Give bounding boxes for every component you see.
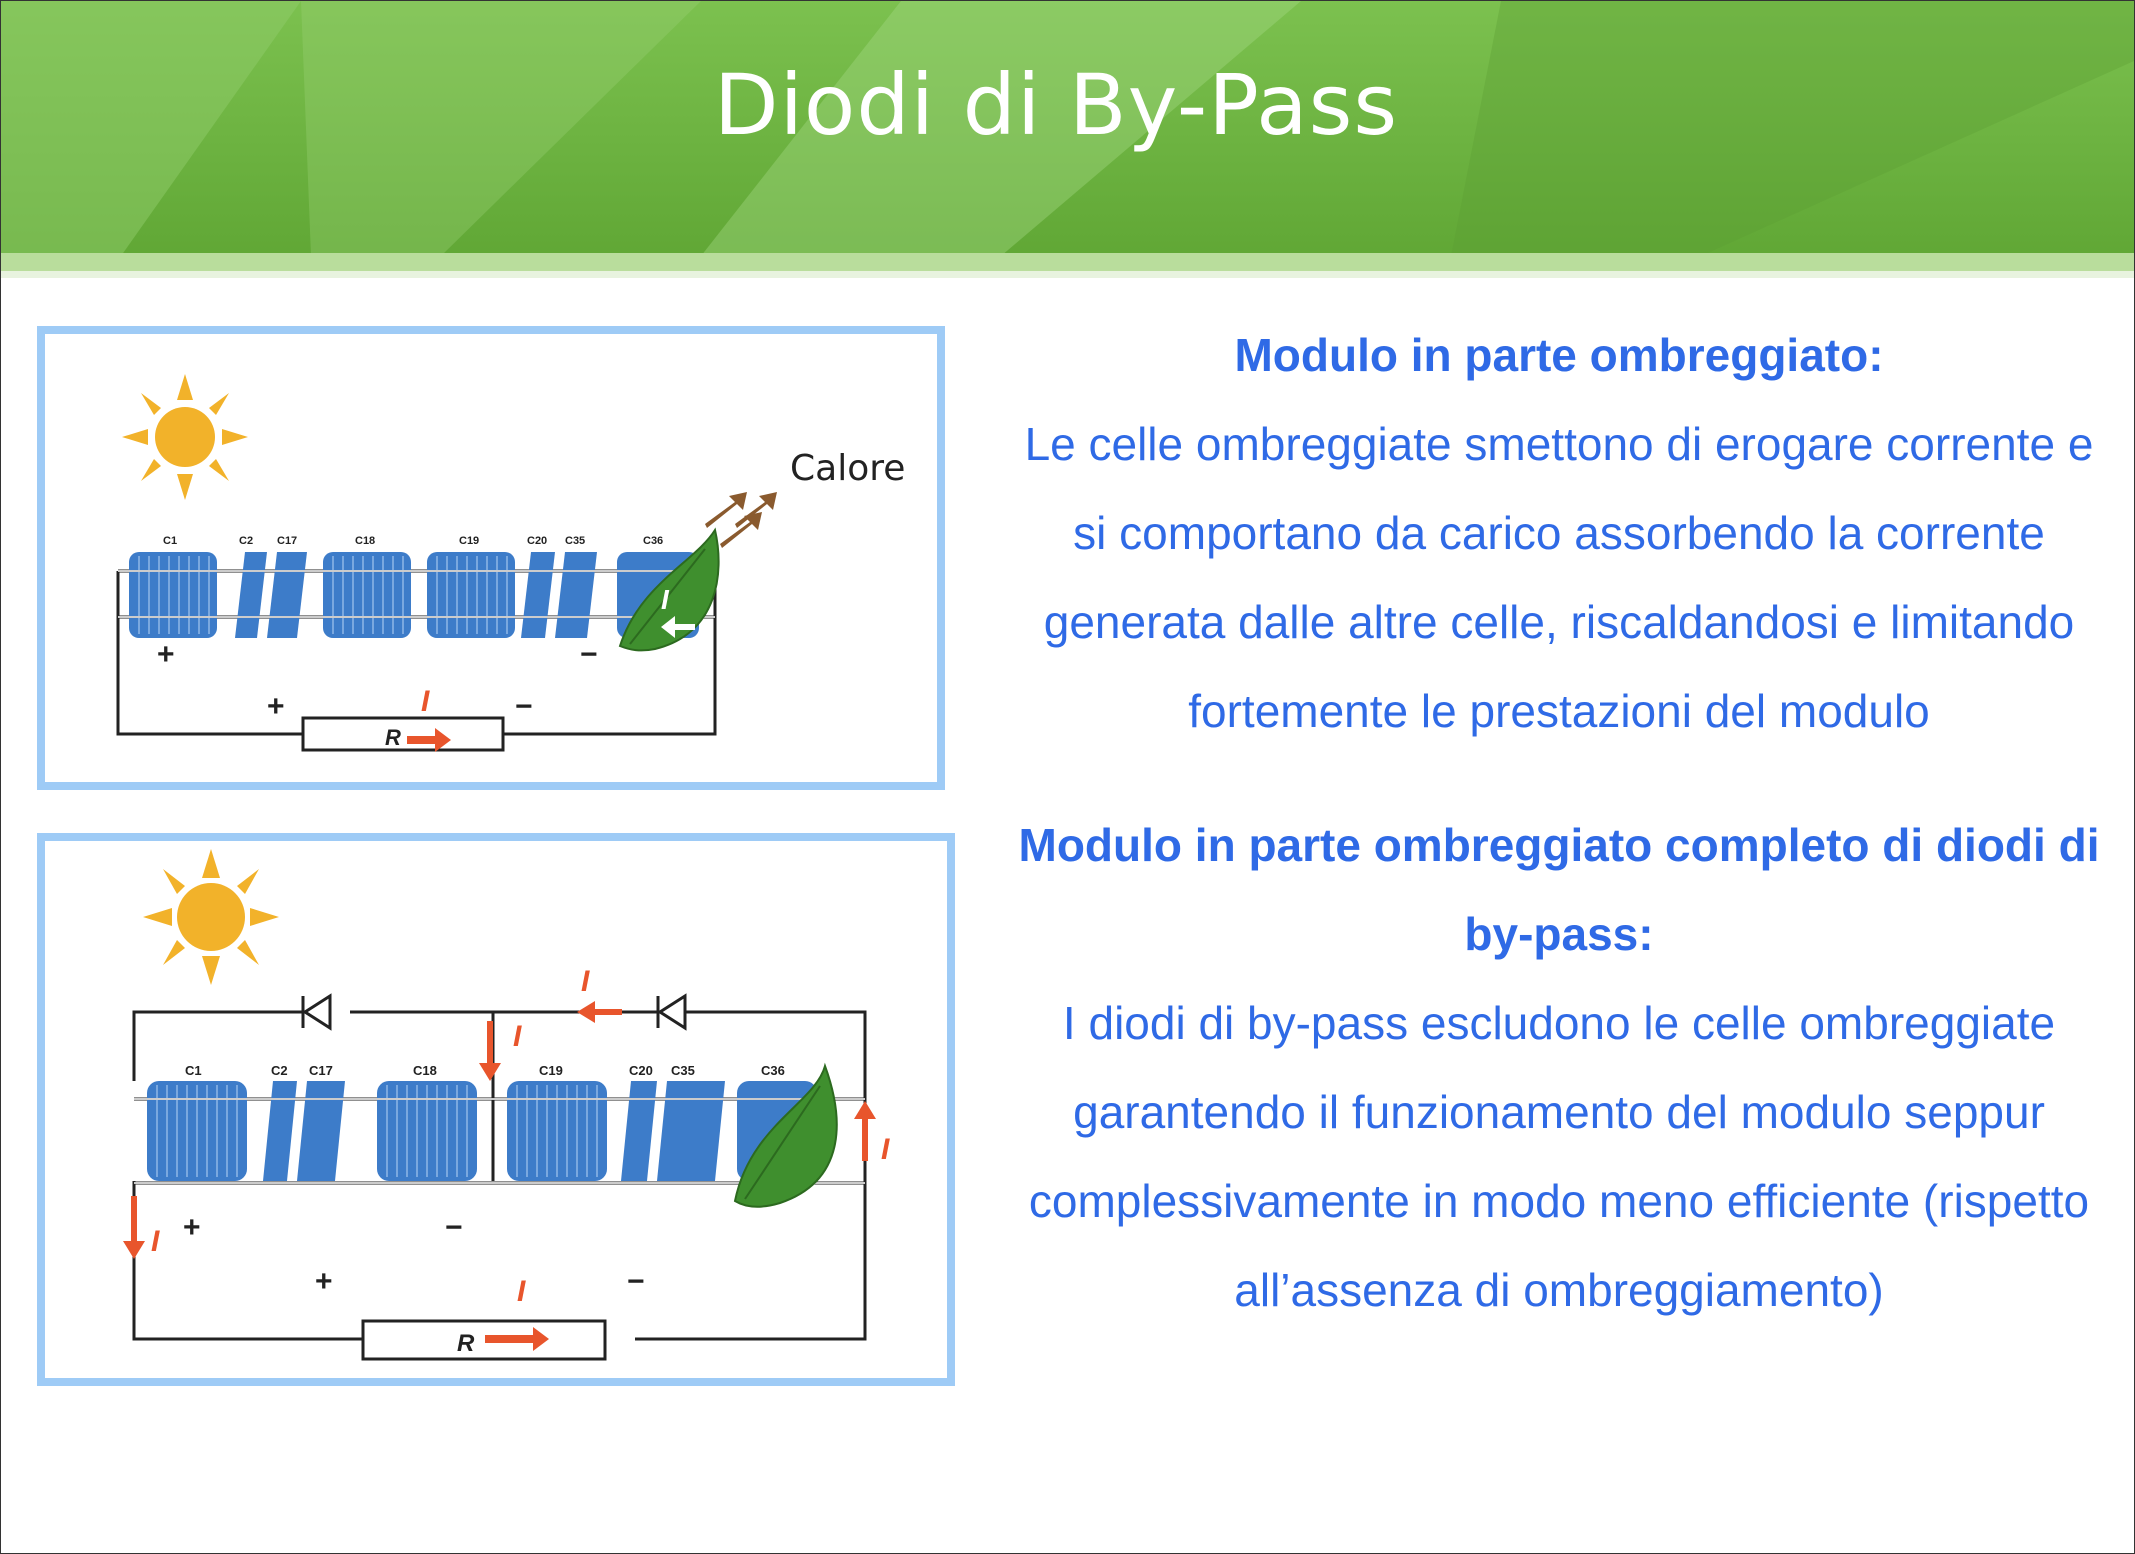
reverse-current-arrow-icon — [661, 616, 695, 638]
cell-label: C18 — [355, 535, 375, 547]
cell-label: C36 — [761, 1063, 785, 1078]
module-plus-label: + — [157, 638, 175, 671]
leaf-icon — [618, 527, 720, 652]
current-label: I — [517, 1275, 526, 1308]
heading-shaded: Modulo in parte ombreggiato: — [1234, 329, 1884, 381]
resistor — [301, 716, 505, 752]
title-banner: Diodi di By-Pass — [1, 1, 2134, 278]
current-arrow-icon — [485, 1327, 549, 1351]
cell-label: C19 — [459, 535, 479, 547]
resistor — [361, 1319, 607, 1361]
cell-label: C17 — [309, 1063, 333, 1078]
current-label: I — [151, 1225, 160, 1258]
bypass-diode-icon — [301, 993, 332, 1031]
solar-cells — [134, 1081, 865, 1184]
cell-label: C35 — [671, 1063, 695, 1078]
current-arrow-icon — [407, 728, 451, 752]
resistor-label: R — [457, 1330, 475, 1357]
cell-label: C19 — [539, 1063, 563, 1078]
bypass-diode-icon — [656, 993, 687, 1031]
cell-label: C20 — [527, 535, 547, 547]
shaded-module-diagram: Calore R I — [37, 326, 945, 790]
load-minus-label: − — [515, 690, 533, 723]
current-label: I — [513, 1020, 522, 1053]
cell-label: C1 — [185, 1063, 202, 1078]
resistor-label: R — [385, 725, 401, 750]
circuit-diagram-2: C1 C2 C17 C18 C19 C20 C35 C36 — [123, 849, 890, 1361]
module-minus-label: − — [445, 1211, 463, 1244]
cell-label: C17 — [277, 535, 297, 547]
leaf-icon — [733, 1062, 838, 1208]
load-plus-label: + — [267, 690, 285, 723]
load-minus-label: − — [627, 1265, 645, 1298]
body-shaded: Le celle ombreggiate smettono di erogare… — [1024, 418, 2094, 737]
cell-label: C2 — [271, 1063, 288, 1078]
load-plus-label: + — [315, 1265, 333, 1298]
solar-cells — [118, 552, 715, 638]
circuit-diagram-1: Calore R I — [116, 374, 905, 752]
current-label: I — [421, 685, 430, 718]
body-bypass: I diodi di by-pass escludono le celle om… — [1028, 997, 2090, 1316]
cell-label: C18 — [413, 1063, 437, 1078]
cell-label: C1 — [163, 535, 177, 547]
cell-label: C35 — [565, 535, 585, 547]
sun-icon — [143, 849, 279, 985]
heading-bypass: Modulo in parte ombreggiato completo di … — [1018, 819, 2100, 960]
current-label: I — [881, 1133, 890, 1166]
banner-background — [1, 1, 2134, 278]
reverse-current-label: I — [661, 584, 670, 615]
cell-label: C36 — [643, 535, 663, 547]
current-label: I — [581, 965, 590, 998]
cell-label: C2 — [239, 535, 253, 547]
explanation-text: Modulo in parte ombreggiato: Le celle om… — [1009, 311, 2109, 1335]
module-minus-label: − — [580, 638, 598, 671]
heat-label: Calore — [790, 448, 905, 489]
sun-icon — [122, 374, 248, 500]
bypass-module-diagram: C1 C2 C17 C18 C19 C20 C35 C36 — [37, 833, 955, 1386]
module-plus-label: + — [183, 1211, 201, 1244]
slide-title: Diodi di By-Pass — [713, 56, 1399, 154]
cell-label: C20 — [629, 1063, 653, 1078]
heat-arrows-icon — [705, 492, 777, 548]
